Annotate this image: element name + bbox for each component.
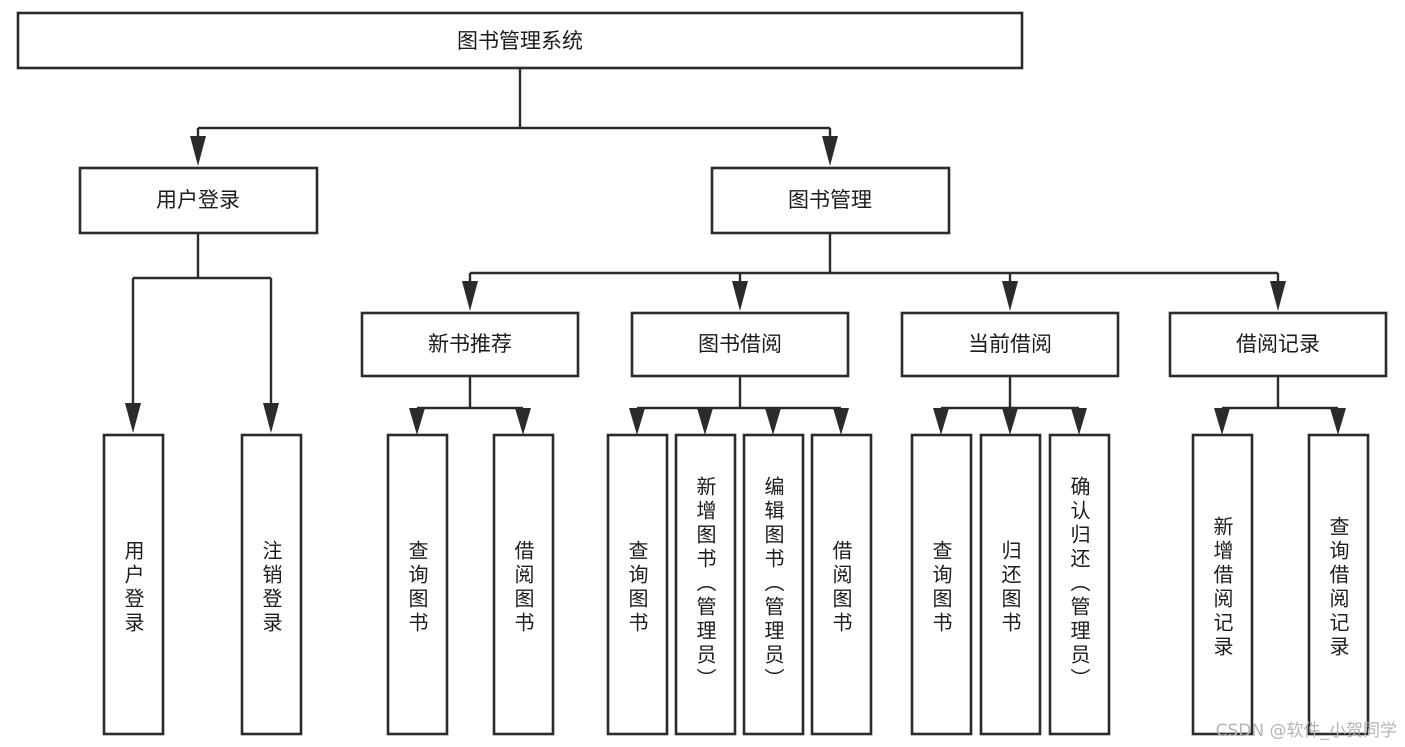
leaf-edit-book-box[interactable]: [742, 433, 805, 736]
arrow-leaf-query-record: [1330, 408, 1346, 435]
leaf-return-book-box[interactable]: [979, 433, 1042, 736]
node-book-management[interactable]: 图书管理: [710, 166, 951, 235]
arrow-leaf-add-record: [1214, 408, 1230, 435]
arrow-leaf-logout-login: [263, 403, 279, 433]
leaf-query-book-3[interactable]: 查询图书: [910, 433, 973, 736]
arrow-leaf-user-login: [125, 403, 141, 433]
arrow-current-borrow: [1002, 281, 1018, 311]
leaf-confirm-return-box[interactable]: [1048, 433, 1111, 736]
arrow-new-book-recommend: [462, 281, 478, 311]
node-book-borrow[interactable]: 图书借阅: [630, 311, 850, 378]
node-borrow-record-label: 借阅记录: [1236, 332, 1320, 356]
leaf-add-book[interactable]: 新增图书（管理员）: [674, 433, 737, 736]
arrow-leaf-query-book-2: [629, 408, 645, 435]
leaf-borrow-book-1[interactable]: 借阅图书: [492, 433, 555, 736]
node-borrow-record-box[interactable]: [1168, 311, 1388, 378]
arrow-leaf-edit-book: [765, 408, 781, 435]
leaf-edit-book-label: 编辑图书（管理员）: [761, 476, 785, 692]
leaf-logout-login-label: 注销登录: [259, 540, 283, 636]
arrow-leaf-query-book-3: [933, 408, 949, 435]
leaf-borrow-book-2-label: 借阅图书: [829, 540, 853, 636]
arrow-leaf-add-book: [697, 408, 713, 435]
leaf-query-book-1-box[interactable]: [386, 433, 449, 736]
arrow-book-management: [822, 136, 838, 166]
leaf-query-book-2[interactable]: 查询图书: [606, 433, 669, 736]
arrow-book-borrow: [732, 281, 748, 311]
node-current-borrow[interactable]: 当前借阅: [900, 311, 1120, 378]
leaf-user-login-box[interactable]: [102, 433, 165, 736]
leaf-query-book-2-label: 查询图书: [625, 540, 649, 636]
leaf-borrow-book-1-box[interactable]: [492, 433, 555, 736]
leaf-return-book[interactable]: 归还图书: [979, 433, 1042, 736]
arrow-user-login: [190, 136, 206, 166]
leaf-add-book-box[interactable]: [674, 433, 737, 736]
arrow-leaf-confirm-return: [1071, 408, 1087, 435]
leaf-query-book-3-label: 查询图书: [929, 540, 953, 636]
leaf-query-record[interactable]: 查询借阅记录: [1307, 433, 1370, 736]
leaf-confirm-return-label: 确认归还（管理员）: [1067, 476, 1091, 692]
leaf-borrow-book-2-box[interactable]: [810, 433, 873, 736]
leaf-logout-login[interactable]: 注销登录: [240, 433, 303, 736]
node-book-borrow-box[interactable]: [630, 311, 850, 378]
node-new-book-recommend-label: 新书推荐: [428, 332, 512, 356]
node-new-book-recommend[interactable]: 新书推荐: [360, 311, 580, 378]
node-book-management-box[interactable]: [710, 166, 951, 235]
node-root-box[interactable]: [16, 11, 1024, 70]
node-user-login-label: 用户登录: [156, 188, 240, 212]
leaf-return-book-label: 归还图书: [998, 540, 1022, 636]
leaf-query-book-2-box[interactable]: [606, 433, 669, 736]
leaf-add-record[interactable]: 新增借阅记录: [1191, 433, 1254, 736]
leaf-query-record-box[interactable]: [1307, 433, 1370, 736]
leaf-user-login-label: 用户登录: [121, 540, 145, 636]
leaf-add-record-box[interactable]: [1191, 433, 1254, 736]
node-root[interactable]: 图书管理系统: [16, 11, 1024, 70]
arrow-borrow-record: [1270, 281, 1286, 311]
leaf-edit-book[interactable]: 编辑图书（管理员）: [742, 433, 805, 736]
node-current-borrow-box[interactable]: [900, 311, 1120, 378]
leaf-add-book-label: 新增图书（管理员）: [693, 476, 717, 692]
leaf-confirm-return[interactable]: 确认归还（管理员）: [1048, 433, 1111, 736]
leaf-query-book-3-box[interactable]: [910, 433, 973, 736]
arrow-leaf-query-book-1: [409, 408, 425, 435]
arrow-leaf-return-book: [1002, 408, 1018, 435]
node-user-login-box[interactable]: [78, 166, 319, 235]
leaf-query-record-label: 查询借阅记录: [1326, 516, 1350, 660]
leaf-add-record-label: 新增借阅记录: [1210, 516, 1234, 660]
leaf-query-book-1-label: 查询图书: [405, 540, 429, 636]
node-book-management-label: 图书管理: [788, 188, 872, 212]
leaf-query-book-1[interactable]: 查询图书: [386, 433, 449, 736]
node-book-borrow-label: 图书借阅: [698, 332, 782, 356]
leaf-logout-login-box[interactable]: [240, 433, 303, 736]
leaf-borrow-book-1-label: 借阅图书: [511, 540, 535, 636]
node-borrow-record[interactable]: 借阅记录: [1168, 311, 1388, 378]
arrow-leaf-borrow-book-1: [515, 408, 531, 435]
connector-layer: [125, 68, 1346, 435]
arrow-leaf-borrow-book-2: [833, 408, 849, 435]
node-new-book-recommend-box[interactable]: [360, 311, 580, 378]
leaf-user-login[interactable]: 用户登录: [102, 433, 165, 736]
leaf-borrow-book-2[interactable]: 借阅图书: [810, 433, 873, 736]
node-current-borrow-label: 当前借阅: [968, 332, 1052, 356]
node-user-login[interactable]: 用户登录: [78, 166, 319, 235]
node-root-label: 图书管理系统: [457, 29, 583, 53]
